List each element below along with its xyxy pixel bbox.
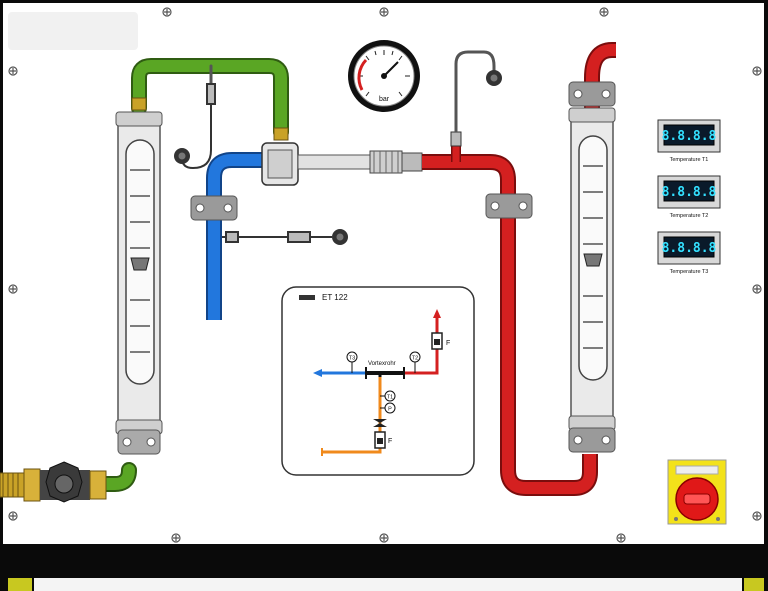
gauge-unit-label: bar	[379, 96, 390, 103]
inlet-valve	[0, 461, 107, 503]
sensor-t3: T3	[349, 356, 355, 362]
screw-icon	[599, 7, 609, 17]
screw-icon	[752, 284, 762, 294]
vortex-tube	[261, 142, 423, 186]
screw-icon	[171, 533, 181, 543]
left-foot	[8, 578, 32, 591]
screw-icon	[752, 511, 762, 521]
screw-icon	[8, 284, 18, 294]
vortex-inlet-fitting	[273, 127, 289, 141]
sensor-t1: T1	[387, 395, 393, 401]
valve-icon	[373, 419, 387, 427]
hot-pressure-line	[450, 50, 502, 147]
display-reading: 8.8.8.8	[662, 129, 717, 144]
hot-pipe-bracket	[485, 193, 533, 219]
display-reading: 8.8.8.8	[662, 241, 717, 256]
cold-outlet-pipe	[206, 152, 262, 320]
screw-icon	[379, 533, 389, 543]
display-label: Temperature T3	[670, 269, 709, 275]
hot-outlet-pipe	[422, 42, 620, 496]
screw-icon	[379, 7, 389, 17]
hot-flowmeter	[568, 81, 616, 453]
sensor-t2: T2	[412, 356, 418, 362]
inlet-pipe	[82, 58, 289, 492]
vortex-label: Vortexrohr	[368, 361, 396, 367]
flow-label-hot: F	[446, 340, 450, 347]
screw-icon	[8, 66, 18, 76]
pressure-gauge: bar	[348, 40, 420, 112]
inlet-fitting	[131, 97, 147, 111]
cold-temperature-probe	[222, 231, 332, 243]
sensor-p: P	[388, 407, 392, 413]
screw-icon	[162, 7, 172, 17]
process-schematic: ET 122 F Vortexrohr T3 T2 T1 P F	[281, 286, 475, 476]
main-switch[interactable]	[667, 459, 727, 525]
brand-logo	[299, 295, 315, 300]
panel-screws	[8, 7, 762, 543]
flow-label-inlet: F	[388, 438, 392, 445]
cold-pipe-bracket	[190, 195, 238, 221]
display-reading: 8.8.8.8	[662, 185, 717, 200]
screw-icon	[752, 66, 762, 76]
inlet-flowmeter	[115, 111, 163, 455]
screw-icon	[8, 511, 18, 521]
display-label: Temperature T1	[670, 157, 709, 163]
logo-watermark	[8, 12, 138, 50]
screw-icon	[616, 533, 626, 543]
bottom-rail	[0, 544, 768, 578]
model-label: ET 122	[322, 293, 348, 302]
display-label: Temperature T2	[670, 213, 709, 219]
right-foot	[744, 578, 764, 591]
floor-strip	[34, 578, 742, 591]
